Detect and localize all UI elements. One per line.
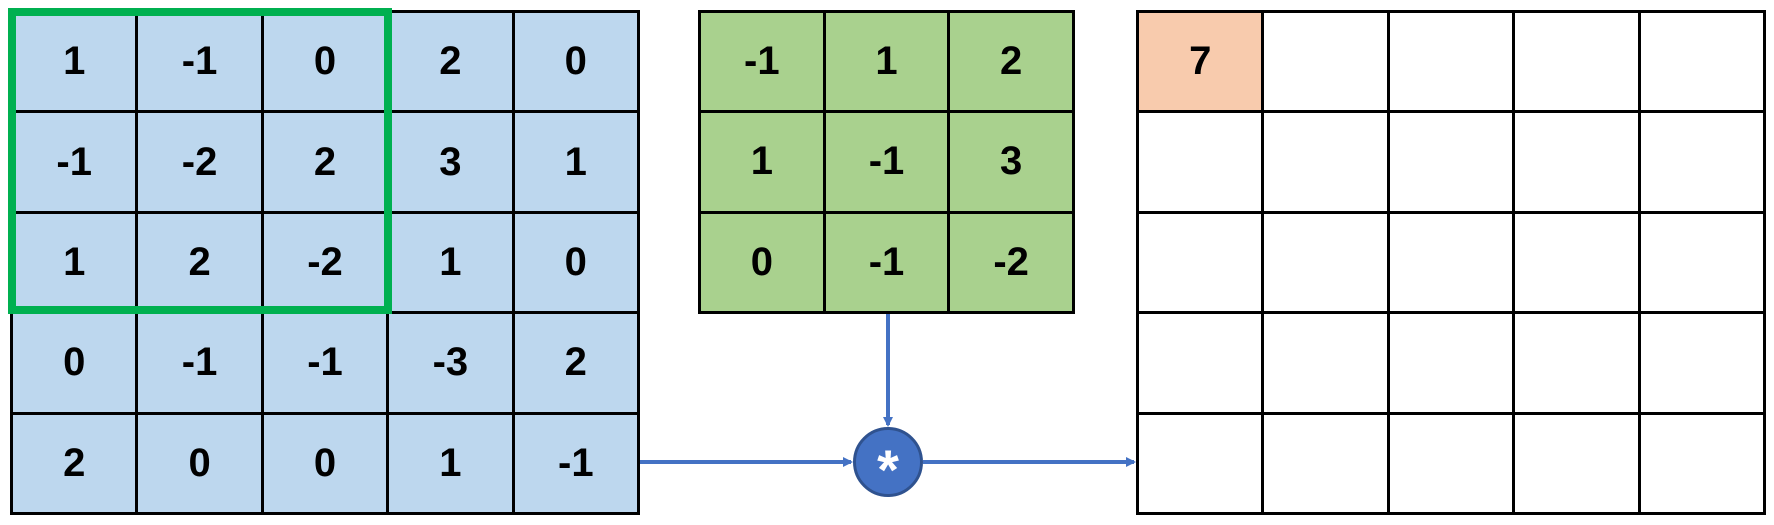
input-cell-r3-c2: -1 <box>263 314 390 415</box>
output-cell-r1-c2 <box>1389 113 1516 214</box>
input-cell-r3-c0: 0 <box>13 314 139 415</box>
output-cell-r1-c3 <box>1515 113 1641 214</box>
input-cell-r4-c3: 1 <box>389 414 515 515</box>
output-cell-r1-c1 <box>1264 113 1390 214</box>
input-cell-r4-c1: 0 <box>138 414 264 515</box>
input-cell-r4-c4: -1 <box>514 414 640 515</box>
output-matrix: 7 <box>1136 10 1766 515</box>
output-cell-r4-c1 <box>1264 414 1390 515</box>
input-cell-r0-c1: -1 <box>138 13 264 114</box>
input-cell-r1-c3: 3 <box>389 113 515 214</box>
output-cell-r2-c2 <box>1389 213 1516 315</box>
output-cell-r3-c2 <box>1389 314 1516 415</box>
output-cell-r4-c3 <box>1515 414 1641 515</box>
input-cell-r1-c0: -1 <box>13 113 139 214</box>
input-cell-r1-c2: 2 <box>263 113 390 214</box>
kernel-cell-r2-c2: -2 <box>950 213 1075 314</box>
output-cell-r0-c3 <box>1515 13 1641 114</box>
output-cell-r4-c0 <box>1139 414 1265 515</box>
output-cell-r0-c2 <box>1389 13 1516 114</box>
output-cell-r3-c3 <box>1515 314 1641 415</box>
input-cell-r2-c0: 1 <box>13 213 139 315</box>
kernel-cell-r2-c0: 0 <box>701 213 826 314</box>
input-cell-r3-c3: -3 <box>389 314 515 415</box>
output-cell-r1-c4 <box>1640 113 1766 214</box>
kernel-cell-r0-c0: -1 <box>701 13 826 114</box>
kernel-cell-r0-c1: 1 <box>825 13 951 114</box>
kernel-cell-r1-c0: 1 <box>701 113 826 214</box>
input-cell-r0-c0: 1 <box>13 13 139 114</box>
kernel-cell-r1-c2: 3 <box>950 113 1075 214</box>
input-cell-r0-c2: 0 <box>263 13 390 114</box>
input-cell-r0-c4: 0 <box>514 13 640 114</box>
output-cell-r3-c0 <box>1139 314 1265 415</box>
kernel-cell-r0-c2: 2 <box>950 13 1075 114</box>
output-cell-r0-c1 <box>1264 13 1390 114</box>
output-cell-r3-c4 <box>1640 314 1766 415</box>
input-cell-r1-c1: -2 <box>138 113 264 214</box>
input-cell-r2-c4: 0 <box>514 213 640 315</box>
output-cell-r3-c1 <box>1264 314 1390 415</box>
operator-symbol: * <box>877 438 899 501</box>
input-cell-r0-c3: 2 <box>389 13 515 114</box>
input-cell-r1-c4: 1 <box>514 113 640 214</box>
input-cell-r4-c0: 2 <box>13 414 139 515</box>
output-cell-r0-c0: 7 <box>1139 13 1265 114</box>
input-cell-r3-c1: -1 <box>138 314 264 415</box>
output-cell-r2-c4 <box>1640 213 1766 315</box>
input-cell-r3-c4: 2 <box>514 314 640 415</box>
output-cell-r2-c1 <box>1264 213 1390 315</box>
input-cell-r2-c2: -2 <box>263 213 390 315</box>
output-cell-r4-c4 <box>1640 414 1766 515</box>
output-cell-r1-c0 <box>1139 113 1265 214</box>
output-cell-r2-c0 <box>1139 213 1265 315</box>
input-cell-r2-c1: 2 <box>138 213 264 315</box>
input-cell-r2-c3: 1 <box>389 213 515 315</box>
convolution-operator-icon: * <box>853 427 923 501</box>
kernel-cell-r2-c1: -1 <box>825 213 951 314</box>
input-cell-r4-c2: 0 <box>263 414 390 515</box>
output-cell-r4-c2 <box>1389 414 1516 515</box>
output-cell-r0-c4 <box>1640 13 1766 114</box>
kernel-cell-r1-c1: -1 <box>825 113 951 214</box>
output-cell-r2-c3 <box>1515 213 1641 315</box>
